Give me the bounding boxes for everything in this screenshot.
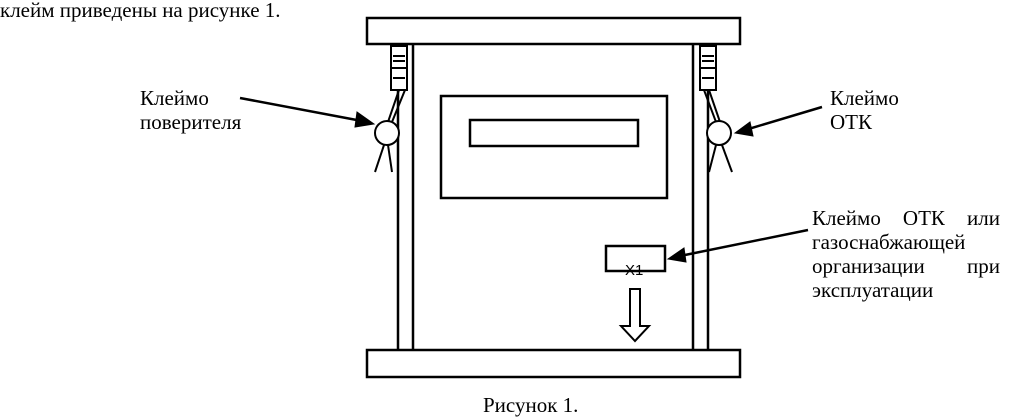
label-bottom-line1: Клеймо ОТК или [812, 206, 1000, 230]
label-otk-line1: Клеймо [830, 86, 899, 110]
display-panel [439, 94, 669, 200]
label-bottom-line4: эксплуатации [812, 278, 934, 302]
bottom-base [365, 348, 742, 379]
label-bottom-line2: газоснабжающей [812, 230, 966, 254]
label-verifier-line1: Клеймо [140, 86, 209, 110]
down-arrow-icon [618, 288, 652, 343]
intro-text: клейм приведены на рисунке 1. [0, 0, 281, 22]
display-window [468, 118, 640, 148]
stamp-plate [604, 244, 667, 273]
label-otk-line2: ОТК [830, 110, 872, 134]
pointer-arrow-right [733, 105, 823, 137]
pointer-arrow-left [239, 96, 376, 128]
connector-marker-x1: X1 [625, 262, 644, 279]
label-otk-or-gas-stamp: Клеймо ОТК или газоснабжающей организаци… [812, 206, 1000, 302]
figure-caption: Рисунок 1. [483, 393, 579, 417]
pointer-arrow-bottom [666, 228, 809, 263]
left-seal [374, 45, 408, 173]
label-bottom-line3: организации при [812, 254, 1000, 278]
label-verifier-line2: поверителя [140, 110, 242, 134]
top-cap [365, 16, 742, 46]
label-verifier-stamp: Клеймо поверителя [140, 86, 241, 134]
label-otk-stamp: Клеймо ОТК [830, 86, 899, 134]
right-seal [699, 45, 733, 173]
